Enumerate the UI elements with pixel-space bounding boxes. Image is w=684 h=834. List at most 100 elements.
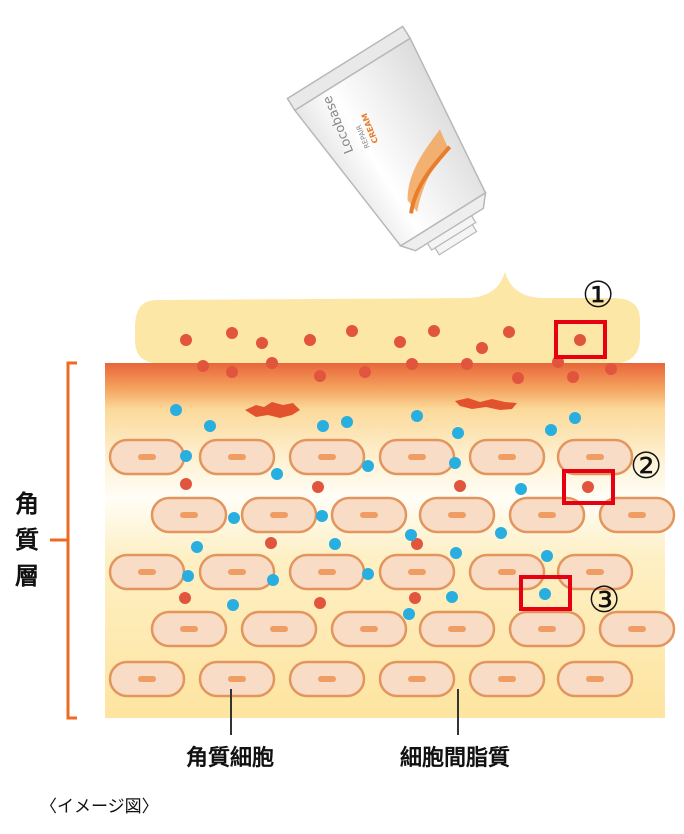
blue-ingredient-dot (228, 512, 240, 524)
blue-ingredient-dot (362, 460, 374, 472)
red-ingredient-dot (394, 336, 406, 348)
corneocyte (508, 610, 586, 648)
blue-ingredient-dot (446, 591, 458, 603)
tube-swoosh-line (409, 145, 452, 214)
corneocyte (468, 553, 546, 591)
marker-3: ③ (588, 580, 620, 621)
red-ingredient-dot (512, 372, 524, 384)
red-ingredient-dot (312, 481, 324, 493)
corneocyte (378, 438, 456, 476)
red-ingredient-dot (314, 370, 326, 382)
red-ingredient-dot (461, 358, 473, 370)
red-ingredient-dot (266, 357, 278, 369)
corneocyte (108, 438, 186, 476)
blue-ingredient-dot (450, 547, 462, 559)
red-ingredient-dot (428, 325, 440, 337)
blue-ingredient-dot (341, 416, 353, 428)
blue-ingredient-dot (539, 588, 551, 600)
corneocyte (150, 610, 228, 648)
stratum-corneum-char: 角 (15, 490, 39, 518)
corneocyte (330, 610, 408, 648)
blue-ingredient-dot (182, 570, 194, 582)
corneocyte (198, 438, 276, 476)
highlight-box-1 (554, 320, 607, 359)
ingredient-dots (170, 325, 617, 620)
blue-ingredient-dot (180, 450, 192, 462)
corneocyte (468, 660, 546, 698)
blue-ingredient-dot (515, 483, 527, 495)
red-ingredient-dot (476, 342, 488, 354)
corneocyte (288, 660, 366, 698)
tube-nozzle-tip (434, 223, 478, 256)
corneocyte (240, 610, 318, 648)
red-ingredient-dot (256, 337, 268, 349)
corneocyte-label: 角質細胞 (186, 745, 274, 771)
corneocyte (378, 553, 456, 591)
damage-mark (455, 398, 517, 410)
blue-ingredient-dot (316, 510, 328, 522)
corneocyte (598, 610, 676, 648)
blue-ingredient-dot (170, 404, 182, 416)
cream-layer (135, 272, 640, 364)
blue-ingredient-dot (329, 538, 341, 550)
blue-ingredient-dot (405, 529, 417, 541)
blue-ingredient-dot (452, 427, 464, 439)
cream-tube: Locobase REPAIR CREAM (286, 25, 487, 256)
red-ingredient-dot (346, 325, 358, 337)
corneocyte (108, 553, 186, 591)
stratum-corneum-bracket (50, 361, 77, 720)
tube-shoulder (398, 191, 487, 252)
red-ingredient-dot (574, 334, 586, 346)
corneocyte (418, 610, 496, 648)
red-ingredient-dot (180, 478, 192, 490)
corneocyte (598, 496, 676, 534)
red-ingredient-dot (411, 538, 423, 550)
blue-ingredient-dot (403, 608, 415, 620)
corneocyte (418, 496, 496, 534)
blue-ingredient-dot (411, 410, 423, 422)
corneocyte (108, 660, 186, 698)
corneocyte (378, 660, 456, 698)
stratum-corneum-char: 質 (15, 526, 39, 554)
corneocyte (330, 496, 408, 534)
corneocyte (508, 496, 586, 534)
blue-ingredient-dot (227, 599, 239, 611)
red-ingredient-dot (582, 481, 594, 493)
stratum-corneum-char: 層 (15, 562, 39, 590)
blue-ingredient-dot (271, 468, 283, 480)
red-ingredient-dot (197, 360, 209, 372)
red-ingredient-dot (226, 327, 238, 339)
highlight-box-3 (519, 575, 572, 611)
red-ingredient-dot (503, 326, 515, 338)
blue-ingredient-dot (545, 424, 557, 436)
red-ingredient-dot (605, 363, 617, 375)
corneocyte (150, 496, 228, 534)
corneocyte (468, 438, 546, 476)
intercellular-lipid-label: 細胞間脂質 (400, 745, 510, 771)
blue-ingredient-dot (449, 457, 461, 469)
damage-mark (245, 402, 300, 418)
corneocyte (198, 553, 276, 591)
red-ingredient-dot (406, 358, 418, 370)
corneocyte (556, 660, 634, 698)
red-ingredient-dot (226, 366, 238, 378)
blue-ingredient-dot (362, 568, 374, 580)
marker-2: ② (630, 446, 662, 487)
highlight-box-2 (562, 469, 615, 505)
red-ingredient-dot (409, 592, 421, 604)
blue-ingredient-dot (267, 574, 279, 586)
red-ingredient-dot (314, 597, 326, 609)
red-ingredient-dot (304, 334, 316, 346)
corneocyte-cells (108, 438, 676, 698)
red-ingredient-dot (359, 366, 371, 378)
corneocyte (198, 660, 276, 698)
blue-ingredient-dot (317, 420, 329, 432)
red-ingredient-dot (265, 537, 277, 549)
blue-ingredient-dot (204, 420, 216, 432)
red-ingredient-dot (567, 371, 579, 383)
blue-ingredient-dot (541, 550, 553, 562)
caption: 〈イメージ図〉 (40, 797, 159, 817)
blue-ingredient-dot (191, 541, 203, 553)
corneocyte (240, 496, 318, 534)
